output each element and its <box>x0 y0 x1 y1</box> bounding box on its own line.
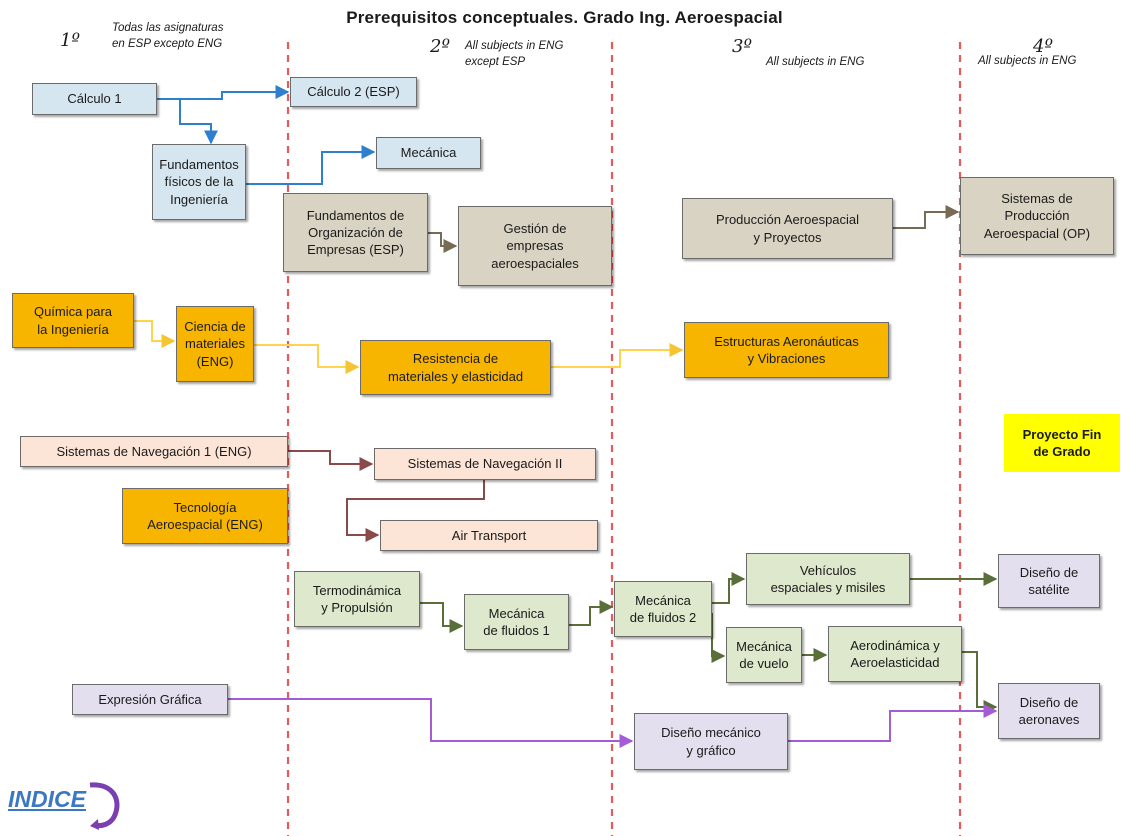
subject-diseno-aeronaves: Diseño de aeronaves <box>998 683 1100 739</box>
subject-sistemas-produccion: Sistemas de Producción Aeroespacial (OP) <box>960 177 1114 255</box>
subject-mecanica-fluidos-1: Mecánica de fluidos 1 <box>464 594 569 650</box>
arrow-fundamentos-to-mecanica <box>246 145 376 185</box>
year-4-label: 4º <box>1033 36 1053 57</box>
subject-mecanica: Mecánica <box>376 137 481 169</box>
subject-vehiculos-espaciales: Vehículos espaciales y misiles <box>746 553 910 605</box>
subject-fundamentos-fisicos: Fundamentos físicos de la Ingeniería <box>152 144 246 220</box>
year-2-label: 2º <box>430 36 450 57</box>
year-1-note: Todas las asignaturas en ESP excepto ENG <box>112 22 224 50</box>
arrow-resistencia-to-estructuras <box>551 343 684 368</box>
subject-expresion-grafica: Expresión Gráfica <box>72 684 228 715</box>
arrow-disenomec-to-aeronaves <box>788 704 998 742</box>
subject-gestion-empresas: Gestión de empresas aeroespaciales <box>458 206 612 286</box>
subject-mecanica-vuelo: Mecánica de vuelo <box>726 627 802 683</box>
subject-mecanica-fluidos-2: Mecánica de fluidos 2 <box>614 581 712 637</box>
subject-resistencia-materiales: Resistencia de materiales y elasticidad <box>360 340 551 395</box>
subject-ciencia-materiales: Ciencia de materiales (ENG) <box>176 306 254 382</box>
year-1-label: 1º <box>60 30 80 51</box>
subject-quimica: Química para la Ingeniería <box>12 293 134 348</box>
subject-termodinamica: Termodinámica y Propulsión <box>294 571 420 627</box>
index-logo-icon <box>89 782 120 830</box>
year-3-note: All subjects in ENG <box>766 56 865 68</box>
arrow-produccion-to-sistemasprod <box>893 205 960 229</box>
arrow-expresion-to-disenomec <box>228 698 634 748</box>
subject-navegacion-2: Sistemas de Navegación II <box>374 448 596 480</box>
page-title: Prerequisitos conceptuales. Grado Ing. A… <box>346 8 783 27</box>
arrow-fundorg-to-gestion <box>428 232 458 253</box>
subject-calculo-2: Cálculo 2 (ESP) <box>290 77 417 107</box>
subject-aerodinamica: Aerodinámica y Aeroelasticidad <box>828 626 962 682</box>
arrow-termo-to-fluidos1 <box>420 602 464 633</box>
arrow-fluidos2-to-vuelo <box>711 613 726 663</box>
arrow-calculo1-to-fundamentos <box>179 99 218 145</box>
subject-tecnologia-aeroespacial: Tecnología Aeroespacial (ENG) <box>122 488 288 544</box>
year-2-note: All subjects in ENG except ESP <box>465 40 564 68</box>
index-link[interactable]: INDICE <box>8 786 86 812</box>
subject-fundamentos-organizacion: Fundamentos de Organización de Empresas … <box>283 193 428 272</box>
subject-calculo-1: Cálculo 1 <box>32 83 157 115</box>
arrow-fluidos1-to-fluidos2 <box>569 600 614 626</box>
year-4-note: All subjects in ENG <box>978 55 1077 67</box>
subject-air-transport: Air Transport <box>380 520 598 551</box>
arrow-fluidos2-to-vehiculos <box>712 572 746 604</box>
arrow-nav2-to-airtransport <box>346 480 485 542</box>
year-3-label: 3º <box>732 36 752 57</box>
subject-navegacion-1: Sistemas de Navegación 1 (ENG) <box>20 436 288 467</box>
arrow-aerodinamica-to-aeronaves <box>962 651 998 714</box>
subject-estructuras-aeronauticas: Estructuras Aeronáuticas y Vibraciones <box>684 322 889 378</box>
subject-diseno-satelite: Diseño de satélite <box>998 554 1100 608</box>
subject-diseno-mecanico: Diseño mecánico y gráfico <box>634 713 788 770</box>
arrow-quimica-to-ciencia <box>134 320 176 348</box>
arrow-calculo1-to-calculo2 <box>157 85 290 100</box>
arrow-nav1-to-nav2 <box>288 450 374 471</box>
subject-proyecto-fin-grado: Proyecto Fin de Grado <box>1004 414 1120 472</box>
subject-produccion-aeroespacial: Producción Aeroespacial y Proyectos <box>682 198 893 259</box>
arrow-ciencia-to-resistencia <box>254 344 360 374</box>
